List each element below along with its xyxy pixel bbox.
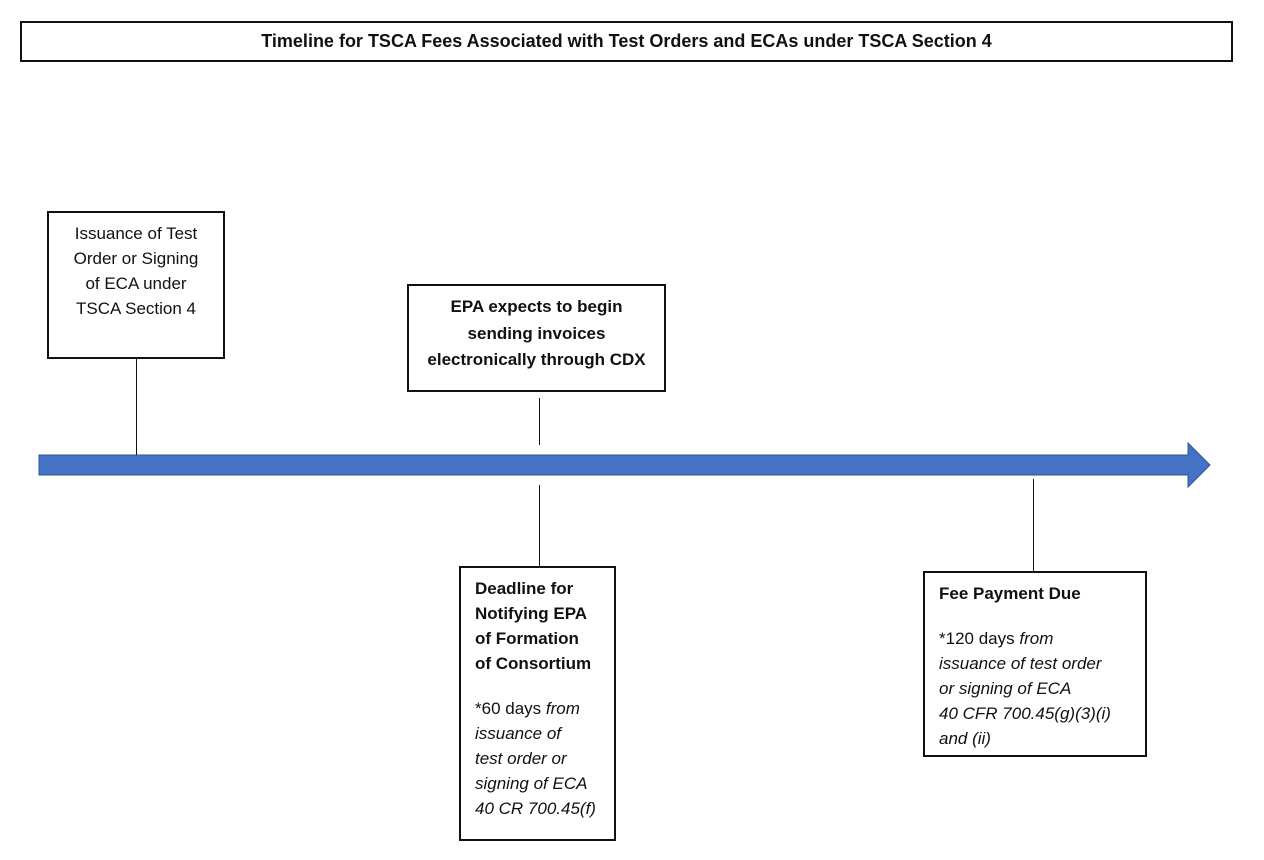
diagram-title: Timeline for TSCA Fees Associated with T…	[20, 21, 1233, 62]
consortium-note-line-1: issuance of	[475, 724, 561, 743]
invoices-box: EPA expects to begin sending invoices el…	[407, 284, 666, 392]
connector-consortium	[539, 485, 540, 566]
payment-note: *120 days from issuance of test order or…	[939, 626, 1131, 751]
consortium-box: Deadline for Notifying EPA of Formation …	[459, 566, 616, 841]
consortium-heading: Deadline for Notifying EPA of Formation …	[475, 576, 600, 676]
issuance-line-2: Order or Signing	[73, 249, 199, 268]
issuance-line-4: TSCA Section 4	[75, 299, 196, 318]
consortium-heading-line-2: Notifying EPA	[475, 604, 588, 623]
payment-note-line-1: issuance of test order	[939, 654, 1102, 673]
issuance-box: Issuance of Test Order or Signing of ECA…	[47, 211, 225, 359]
payment-note-from: from	[1019, 629, 1054, 648]
connector-invoices	[539, 398, 540, 445]
consortium-heading-line-4: of Consortium	[475, 654, 592, 673]
consortium-note-line-2: test order or	[475, 749, 567, 768]
issuance-line-1: Issuance of Test	[74, 224, 198, 243]
connector-payment	[1033, 479, 1034, 571]
payment-note-line-2: or signing of ECA	[939, 679, 1072, 698]
payment-citation-2: and (ii)	[939, 729, 991, 748]
consortium-note: *60 days from issuance of test order or …	[475, 696, 600, 821]
consortium-heading-line-3: of Formation	[475, 629, 579, 648]
payment-note-prefix: *120 days	[939, 629, 1015, 648]
consortium-heading-line-1: Deadline for	[475, 579, 574, 598]
invoices-line-3: electronically through CDX	[427, 350, 646, 369]
consortium-citation: 40 CR 700.45(f)	[475, 799, 596, 818]
consortium-note-line-3: signing of ECA	[475, 774, 588, 793]
payment-box: Fee Payment Due *120 days from issuance …	[923, 571, 1147, 757]
consortium-note-prefix: *60 days	[475, 699, 542, 718]
payment-citation: 40 CFR 700.45(g)(3)(i)	[939, 704, 1111, 723]
consortium-note-from: from	[545, 699, 580, 718]
issuance-line-3: of ECA under	[85, 274, 187, 293]
invoices-line-1: EPA expects to begin	[450, 297, 623, 316]
connector-issuance	[136, 359, 137, 455]
invoices-line-2: sending invoices	[467, 323, 606, 343]
payment-heading: Fee Payment Due	[939, 584, 1081, 603]
